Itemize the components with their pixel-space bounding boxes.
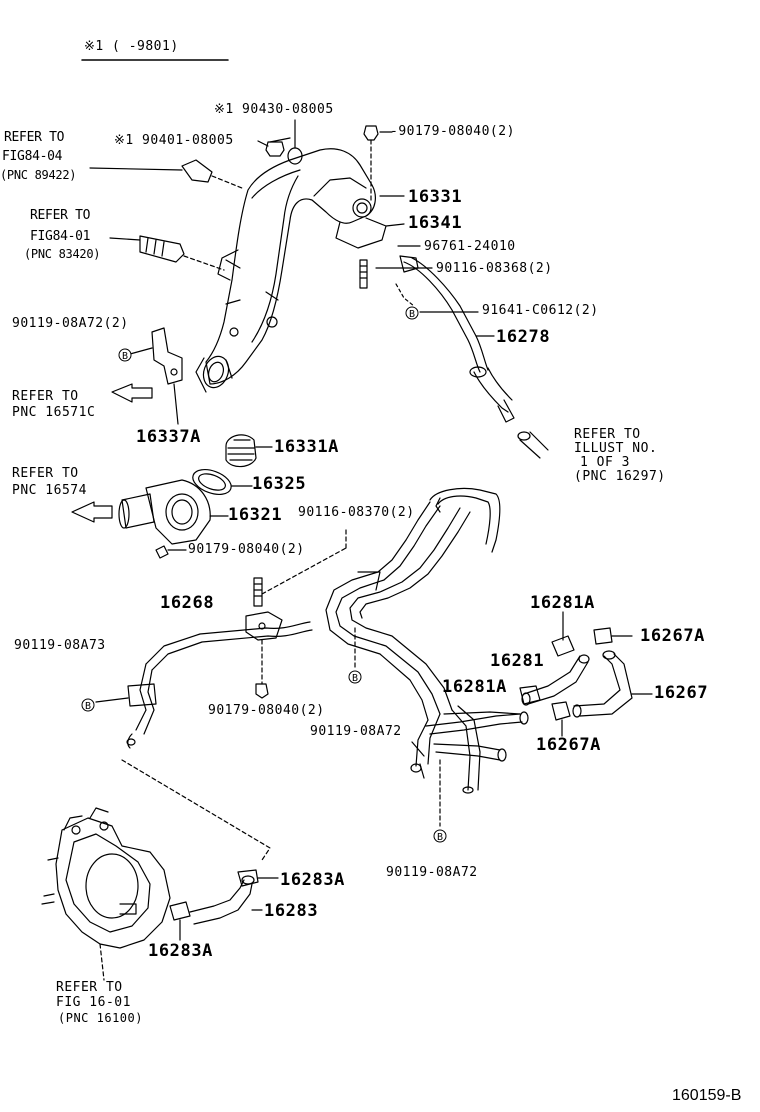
plug-90401 [257,140,285,157]
stud-90116 [359,259,368,289]
part-16281a-mid: 16281A [442,677,508,697]
ref-illust-line4: (PNC 16297) [574,469,666,484]
part-90401-08005: ※1 90401-08005 [114,133,234,148]
part-90119-08a72-mid: 90119-08A72 [310,724,402,739]
part-16281a-top: 16281A [530,593,596,613]
part-16268: 16268 [160,593,215,613]
hose-16267 [551,627,653,737]
bypass-pipe-assembly [95,487,529,861]
part-90179-08040-c: 90179-08040(2) [208,703,325,718]
illust-pipe-end [517,431,549,459]
svg-text:B: B [85,701,91,712]
ref-fig16-01-line1: REFER TO [56,980,123,995]
part-90116-08368: 90116-08368(2) [436,261,553,276]
svg-text:B: B [122,351,128,362]
bracket-16337a [129,327,183,425]
part-16283a-left: 16283A [148,941,214,961]
washer-90430 [287,119,303,165]
part-16283: 16283 [264,901,319,921]
ref-pnc16574-line2: PNC 16574 [12,483,87,498]
part-16281: 16281 [490,651,545,671]
ref-fig84-04-line3: (PNC 89422) [0,168,77,182]
part-16325: 16325 [252,474,307,494]
part-90116-08370: 90116-08370(2) [298,505,415,520]
part-16331: 16331 [408,187,463,207]
part-91641-c0612: 91641-C0612(2) [482,303,599,318]
ref-pnc16571c-line1: REFER TO [12,389,79,404]
part-90179-08040-b: 90179-08040(2) [188,542,305,557]
b-marker: B [405,306,419,320]
ref-fig84-01-line1: REFER TO [30,208,91,223]
part-90179-08040-a: -90179-08040(2) [390,124,515,139]
part-96761-24010: 96761-24010 [424,239,516,254]
part-90430-08005: ※1 90430-08005 [214,102,334,117]
part-16341: 16341 [408,213,463,233]
svg-text:B: B [352,673,358,684]
ref-fig84-04-line2: FIG84-04 [2,149,63,164]
ref-fig16-01-line2: FIG 16-01 [56,995,131,1010]
hose-16283 [169,869,279,941]
ref-illust-line2: ILLUST NO. [574,441,658,456]
part-16321: 16321 [228,505,283,525]
arrow-pnc16574 [71,501,113,523]
temp-sensor-84-04 [89,159,243,189]
ref-fig84-04-line1: REFER TO [4,130,65,145]
figure-id: 160159-B [672,1087,742,1104]
ref-illust-line1: REFER TO [574,427,641,442]
ref-fig16-01-line3: (PNC 16100) [58,1011,143,1025]
arrow-pnc16571c [111,383,153,403]
part-16331a: 16331A [274,437,340,457]
part-90119-08a72-2: 90119-08A72(2) [12,316,129,331]
gasket-16325 [192,469,253,495]
bolt-16331 [363,125,379,201]
part-90119-08a73: 90119-08A73 [14,638,106,653]
part-16283a-right: 16283A [280,870,346,890]
hose-16281 [519,611,590,706]
ref-pnc16571c-line2: PNC 16571C [12,405,96,420]
part-16337a: 16337A [136,427,202,447]
svg-text:B: B [409,309,415,320]
ref-illust-line3: 1 OF 3 [580,455,630,470]
water-pump [41,807,171,981]
temp-sensor-84-01 [109,235,225,271]
b-marker: B [433,829,447,843]
b-marker: B [348,670,362,684]
part-16267a-bottom: 16267A [536,735,602,755]
ref-pnc16574-line1: REFER TO [12,466,79,481]
water-outlet-housing [195,148,387,393]
ref-fig84-01-line2: FIG84-01 [30,229,91,244]
svg-text:B: B [437,832,443,843]
part-16267a-top: 16267A [640,626,706,646]
leader-lines [269,131,495,337]
part-16278: 16278 [496,327,551,347]
water-inlet-16321 [118,479,229,559]
b-marker: B [118,348,132,362]
ref-fig84-01-line3: (PNC 83420) [24,247,101,261]
part-90119-08a72-bottom: 90119-08A72 [386,865,478,880]
part-16267: 16267 [654,683,709,703]
note-header: ※1 ( -9801) [84,39,179,54]
b-marker: B [81,698,95,712]
thermostat-16331a [225,434,273,468]
